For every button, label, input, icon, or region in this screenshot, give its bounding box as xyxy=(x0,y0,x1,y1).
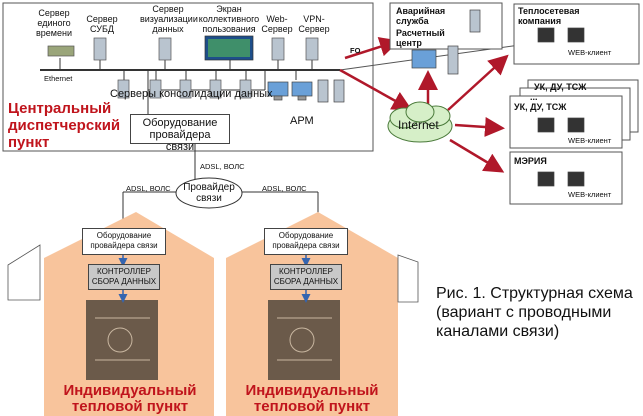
uk-dots-label: ... xyxy=(530,92,538,102)
caption-line3: каналами связи) xyxy=(436,323,560,340)
heat-company-web-client: WEB-клиент xyxy=(568,48,612,57)
substation-right-equipment-label: Оборудование провайдера связи xyxy=(272,231,340,250)
device-label-dbms-server: Сервер СУБД xyxy=(86,14,118,34)
city-hall-label: МЭРИЯ xyxy=(514,156,547,166)
device-label-time-server: Сервер единого времени xyxy=(36,8,72,38)
link-label-top: ADSL, ВОЛС xyxy=(200,162,245,171)
emergency-service-label: Аварийная служба xyxy=(396,6,446,26)
link-label-right: ADSL, ВОЛС xyxy=(262,184,307,193)
time-server-device xyxy=(47,45,75,57)
central-title-line2: диспетчерский xyxy=(8,117,121,134)
substation-right-title-line1: Индивидуальный xyxy=(245,382,379,399)
device-label-vpn-server: VPN-Сервер xyxy=(298,14,330,34)
settlement-center-label: Расчетный центр xyxy=(396,28,445,48)
substation-right-controller-label: КОНТРОЛЛЕР СБОРА ДАННЫХ xyxy=(273,267,339,286)
substation-right-title-line2: тепловой пункт xyxy=(253,398,371,415)
substation-left-title-line1: Индивидуальный xyxy=(63,382,197,399)
substation-right-equipment: Оборудование провайдера связи xyxy=(264,228,348,255)
remote-frame-top xyxy=(389,2,503,50)
client-pc-icons xyxy=(411,9,585,187)
arm-icons xyxy=(267,79,345,103)
central-title-line3: пункт xyxy=(8,134,50,151)
device-label-web-server: Web-Сервер xyxy=(261,14,293,34)
ethernet-label: Ethernet xyxy=(44,74,73,83)
device-label-visualization-server: Сервер визуализации данных xyxy=(140,4,198,34)
server-icons xyxy=(93,37,319,99)
caption-line1: Рис. 1. Структурная схема xyxy=(436,285,633,302)
substation-left-title-line2: тепловой пункт xyxy=(71,398,189,415)
internet-cloud xyxy=(387,101,453,143)
central-title-line1: Центральный xyxy=(8,100,112,117)
caption-line2: (вариант с проводными xyxy=(436,304,612,321)
device-label-collective-screen: Экран коллективного пользования xyxy=(198,4,260,34)
link-label-left: ADSL, ВОЛС xyxy=(126,184,171,193)
uk-frame xyxy=(509,95,623,149)
substation-left-controller: КОНТРОЛЛЕР СБОРА ДАННЫХ xyxy=(88,264,160,290)
house-left xyxy=(7,212,214,416)
arm-label: АРМ xyxy=(290,115,314,127)
central-provider-equipment: Оборудование провайдера связи xyxy=(130,114,230,153)
substation-left-controller-label: КОНТРОЛЛЕР СБОРА ДАННЫХ xyxy=(91,267,157,286)
substation-left-equipment-label: Оборудование провайдера связи xyxy=(90,231,158,250)
internet-label: Internet xyxy=(398,118,439,132)
heat-company-label: Теплосетевая компания xyxy=(518,6,580,26)
substation-right-controller: КОНТРОЛЛЕР СБОРА ДАННЫХ xyxy=(270,264,342,290)
city-hall-web-client: WEB-клиент xyxy=(568,190,612,199)
fo-label: FO xyxy=(350,46,361,55)
provider-oval xyxy=(175,177,243,209)
central-provider-equipment-label: Оборудование провайдера связи xyxy=(142,117,218,153)
figure-caption: Рис. 1. Структурная схема (вариант с про… xyxy=(436,284,633,341)
house-right xyxy=(214,212,419,416)
consolidation-servers-label: Серверы консолидации данных xyxy=(110,88,273,100)
provider-label: Провайдер связи xyxy=(183,182,235,204)
city-hall-frame xyxy=(509,151,623,205)
uk-front-label: УК, ДУ, ТСЖ xyxy=(514,102,567,112)
substation-left-equipment: Оборудование провайдера связи xyxy=(82,228,166,255)
uk-web-client: WEB-клиент xyxy=(568,136,612,145)
uk-back-label: УК, ДУ, ТСЖ xyxy=(534,82,587,92)
